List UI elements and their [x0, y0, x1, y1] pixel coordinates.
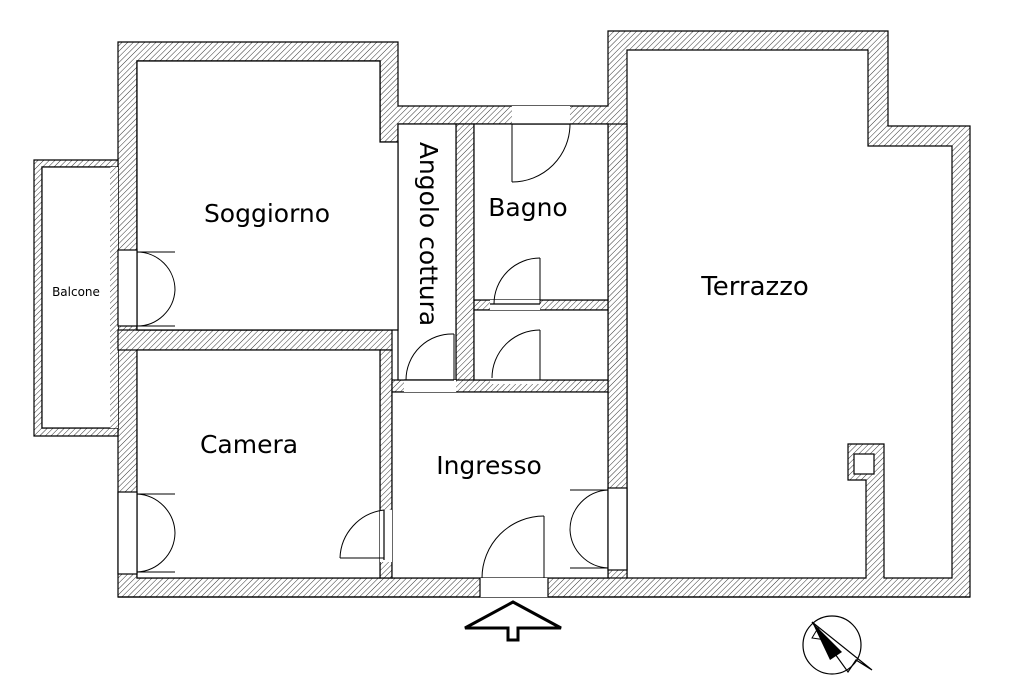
label-soggiorno: Soggiorno [204, 199, 330, 228]
label-bagno: Bagno [488, 193, 567, 222]
label-balcone: Balcone [52, 285, 100, 299]
openings [117, 106, 970, 598]
interior-walls [117, 60, 609, 579]
walls [117, 30, 971, 598]
compass-north-icon [802, 615, 873, 675]
label-terrazzo: Terrazzo [700, 272, 809, 302]
room-labels: Soggiorno Angolo cottura Bagno Terrazzo … [52, 142, 809, 480]
label-angolo-cottura: Angolo cottura [414, 142, 443, 326]
entrance-arrow-icon [464, 600, 562, 642]
label-ingresso: Ingresso [436, 451, 542, 480]
label-camera: Camera [200, 430, 298, 459]
